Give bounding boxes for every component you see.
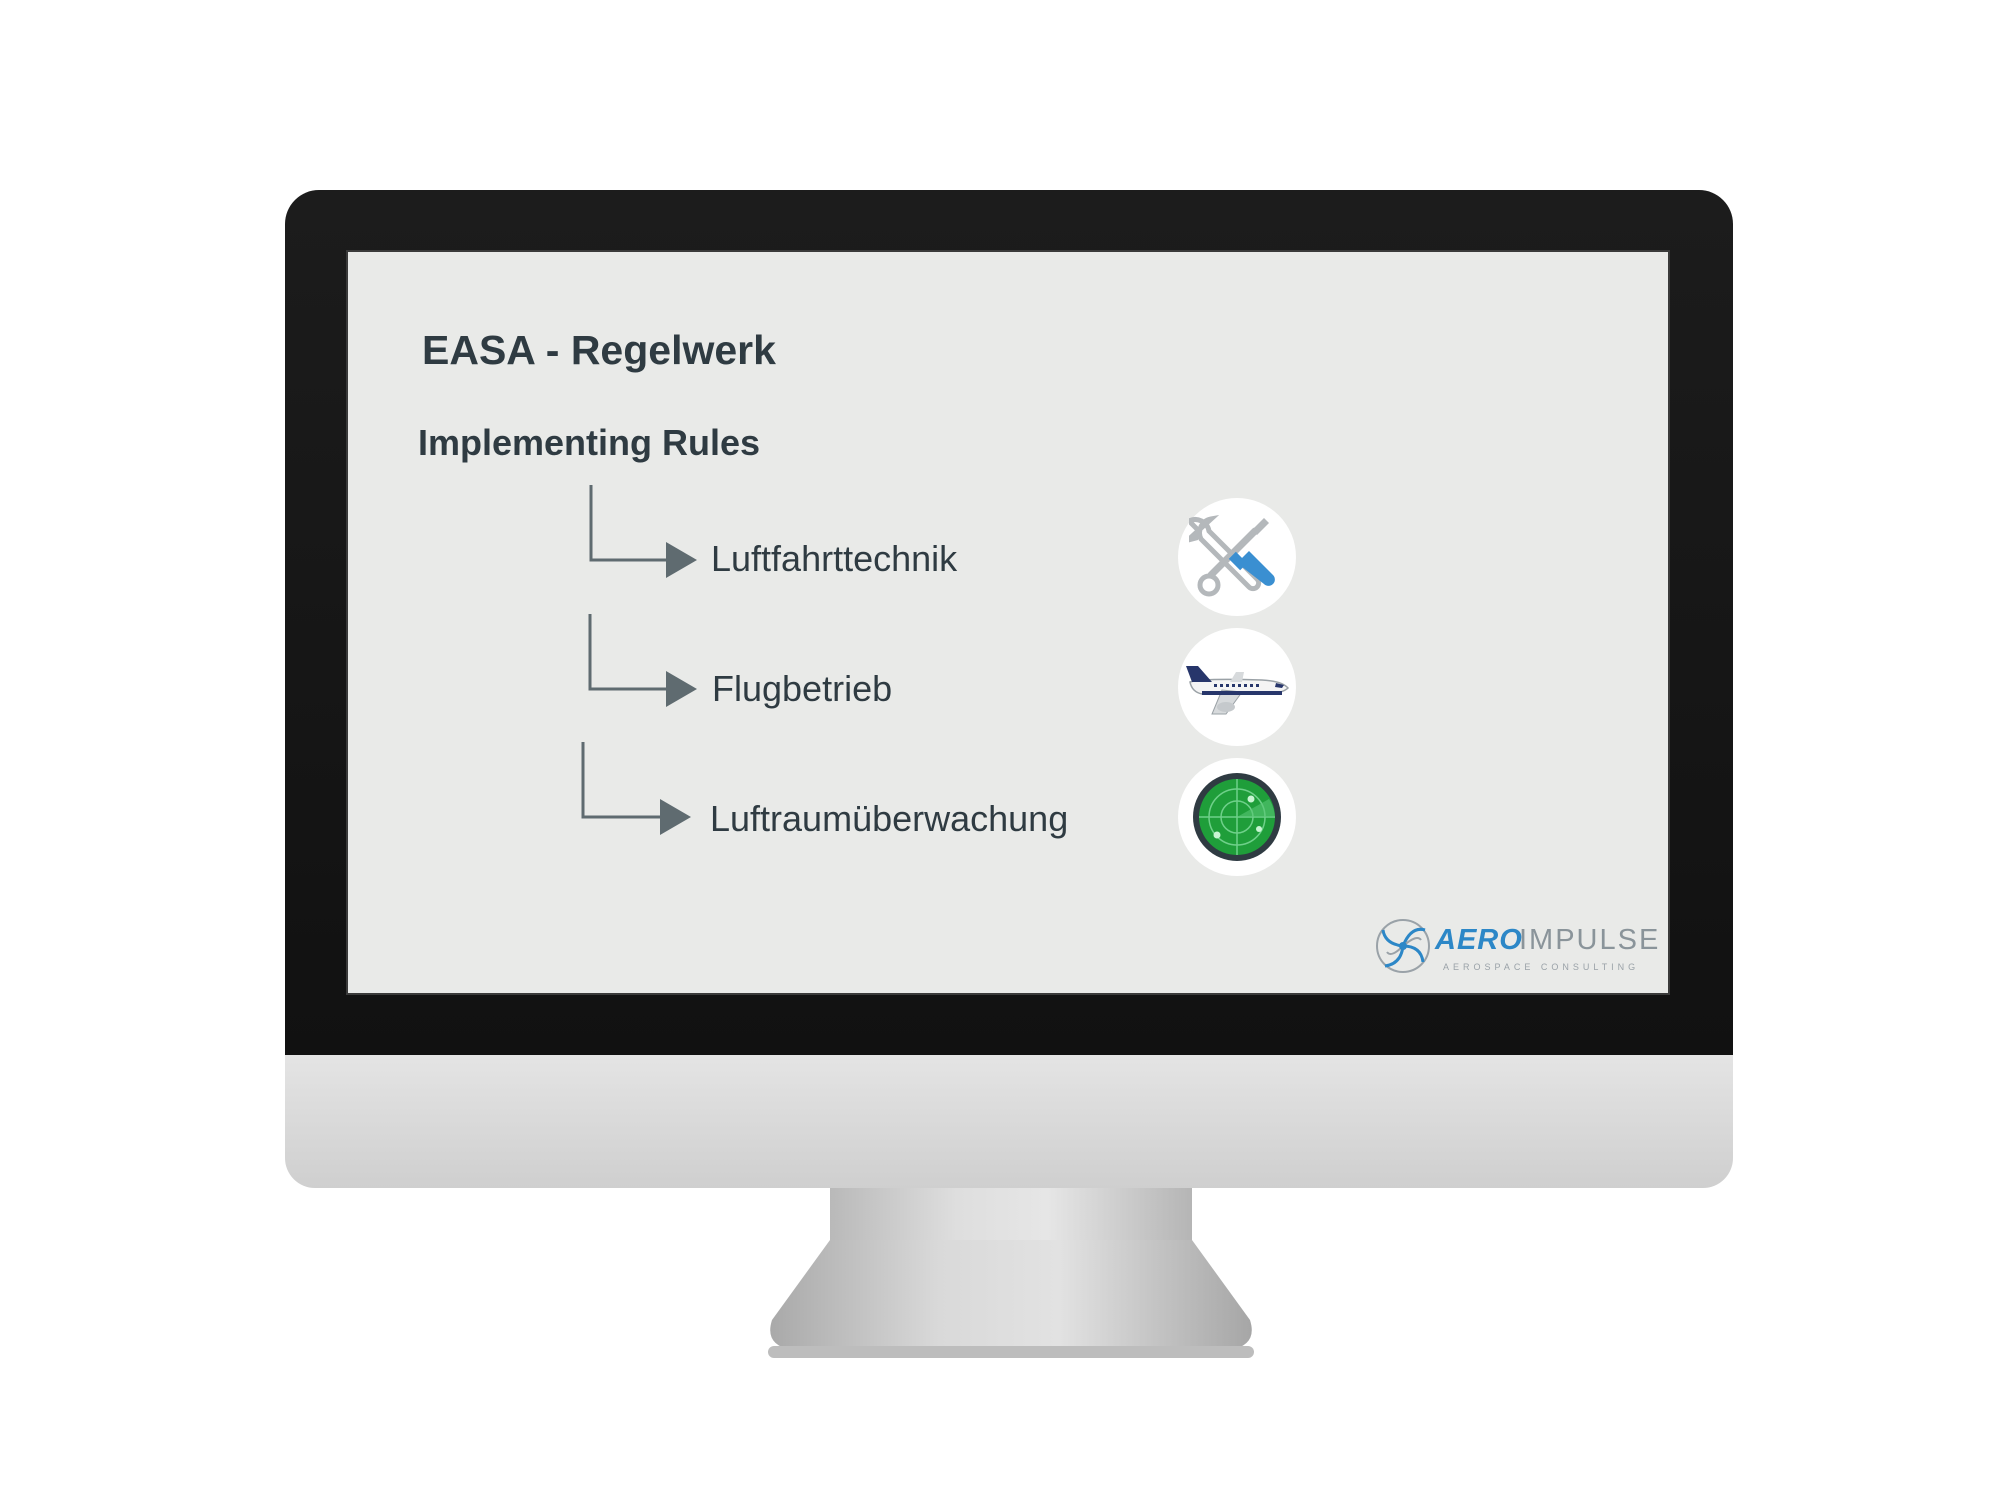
item-label-luftraumueberwachung: Luftraumüberwachung	[710, 798, 1069, 839]
connector-1	[589, 485, 697, 578]
item-label-luftfahrttechnik: Luftfahrttechnik	[711, 538, 958, 579]
airplane-icon	[1178, 628, 1296, 746]
aeroimpulse-logo: AERO IMPULSE AEROSPACE CONSULTING	[1373, 912, 1658, 982]
radar-icon	[1178, 758, 1296, 876]
connector-2	[588, 614, 697, 707]
monitor-neck	[830, 1188, 1192, 1248]
logo-aero-text: AERO	[1435, 924, 1523, 956]
slide-subtitle: Implementing Rules	[418, 422, 761, 463]
item-label-flugbetrieb: Flugbetrieb	[712, 668, 893, 709]
tools-icon	[1178, 498, 1296, 616]
connector-3	[581, 742, 691, 835]
logo-tagline: AEROSPACE CONSULTING	[1443, 962, 1640, 972]
monitor-chin	[285, 1055, 1733, 1188]
monitor-screen: EASA - Regelwerk Implementing Rules Luft…	[346, 250, 1670, 995]
connector-lines	[581, 485, 697, 835]
logo-impulse-text: IMPULSE	[1519, 924, 1661, 956]
slide-title: EASA - Regelwerk	[422, 327, 776, 373]
turbine-icon	[1376, 919, 1430, 973]
